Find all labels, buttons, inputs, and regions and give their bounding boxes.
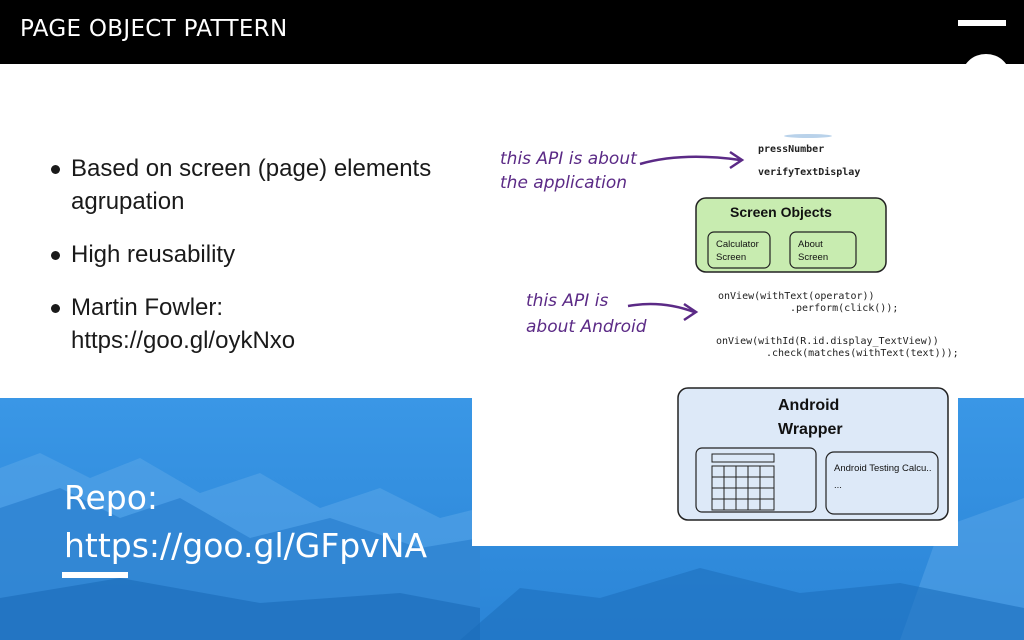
calculator-keypad-icon — [711, 453, 775, 511]
testing-module-box — [825, 451, 939, 515]
about-screen-label2: Screen — [798, 252, 828, 263]
arrowhead-top-icon — [729, 150, 745, 170]
repo-underline-divider — [62, 572, 128, 578]
repo-url-link[interactable]: https://goo.gl/GFpvNA — [64, 526, 428, 565]
note-top-line1: this API is about — [500, 149, 638, 169]
bullet-text: High reusability — [71, 241, 236, 268]
android-wrapper-title1: Android — [778, 397, 839, 414]
arrowhead-bottom-icon — [683, 302, 699, 322]
testing-module-ellipsis: ... — [834, 480, 842, 491]
method-verify-text-display: verifyTextDisplay — [758, 166, 860, 178]
code-line-1: onView(withText(operator)) — [718, 291, 875, 302]
arrow-bottom-icon — [627, 302, 695, 314]
highlight-mark — [784, 134, 832, 138]
calculator-screen-box — [707, 231, 771, 269]
testing-module-label: Android Testing Calcu.. — [834, 463, 932, 474]
bullet-list: Based on screen (page) elements agrupati… — [48, 152, 448, 377]
note-top-line2: the application — [500, 173, 627, 193]
slide-title: PAGE OBJECT PATTERN — [20, 16, 288, 42]
bullet-text: Based on screen (page) elements agrupati… — [71, 155, 432, 215]
repo-label: Repo: — [64, 478, 159, 517]
code-line-2: .perform(click()); — [790, 303, 898, 314]
logo-fragment-icon — [958, 20, 1014, 76]
bullet-item: High reusability — [48, 238, 448, 271]
about-screen-label1: About — [798, 239, 823, 250]
slide-header: PAGE OBJECT PATTERN — [0, 0, 1024, 76]
bullet-text: Martin Fowler: https://goo.gl/oykNxo — [71, 294, 296, 354]
android-wrapper-title2: Wrapper — [778, 421, 843, 438]
bullet-dot-icon — [51, 304, 60, 313]
bullet-dot-icon — [51, 251, 60, 260]
code-line-4: .check(matches(withText(text))); — [766, 348, 958, 359]
arrow-top-icon — [639, 155, 741, 166]
page-object-diagram: this API is about the application pressN… — [472, 130, 959, 546]
screen-objects-title: Screen Objects — [730, 204, 832, 220]
note-bottom-line2: about Android — [526, 317, 647, 337]
repo-link-block: Repo: https://goo.gl/GFpvNA — [64, 474, 427, 570]
bullet-item: Based on screen (page) elements agrupati… — [48, 152, 448, 218]
calculator-phone-box — [695, 447, 817, 513]
code-line-3: onView(withId(R.id.display_TextView)) — [716, 336, 939, 347]
note-bottom-line1: this API is — [526, 291, 608, 311]
calculator-screen-label2: Screen — [716, 252, 746, 263]
about-screen-box — [789, 231, 857, 269]
calculator-screen-label1: Calculator — [716, 239, 759, 250]
bullet-dot-icon — [51, 165, 60, 174]
method-press-number: pressNumber — [758, 144, 824, 155]
bullet-item: Martin Fowler: https://goo.gl/oykNxo — [48, 291, 448, 357]
